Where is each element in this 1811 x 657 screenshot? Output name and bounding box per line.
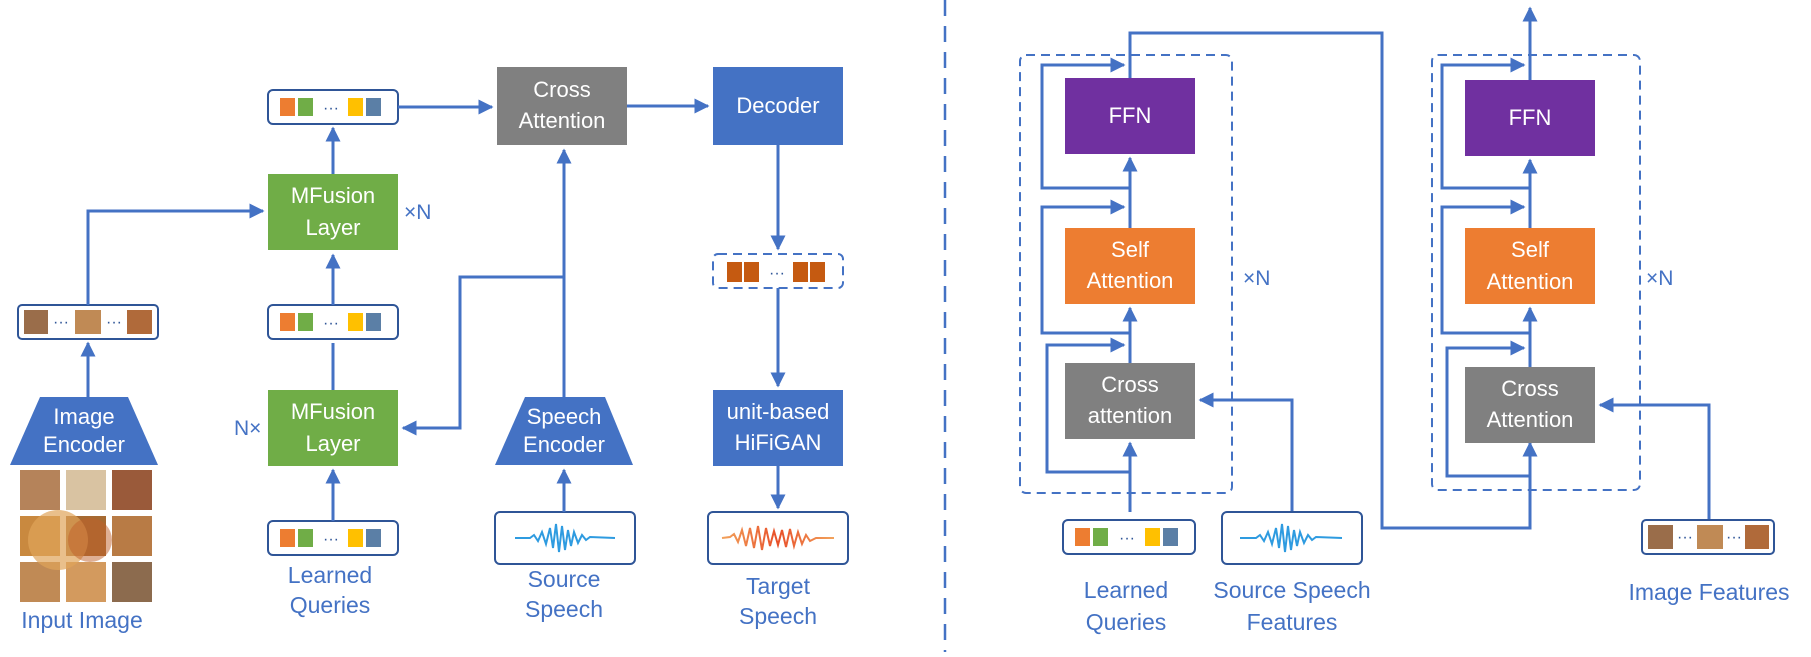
cross-attention-1-label-1: Cross bbox=[1101, 372, 1158, 397]
cross-attention-block-2 bbox=[1465, 367, 1595, 443]
target-speech-waveform-box bbox=[707, 511, 849, 565]
learned-queries-tokens: ··· bbox=[267, 520, 399, 556]
arrow-speech-to-mfusion-bottom bbox=[401, 275, 564, 436]
residual-1a bbox=[1045, 337, 1130, 474]
image-features-label: Image Features bbox=[1628, 579, 1789, 605]
svg-text:···: ··· bbox=[323, 315, 339, 332]
self-attention-block-1 bbox=[1065, 228, 1195, 304]
mfusion-layer-top bbox=[268, 174, 398, 250]
cross-attention-block-1 bbox=[1065, 363, 1195, 439]
cross-attention-block bbox=[497, 67, 627, 145]
self-attention-2-label-2: Attention bbox=[1487, 269, 1574, 294]
self-attention-1-label-2: Attention bbox=[1087, 268, 1174, 293]
speech-encoder-label-1: Speech bbox=[527, 404, 602, 429]
target-speech-label-2: Speech bbox=[739, 603, 817, 629]
ffn-block-2 bbox=[1465, 80, 1595, 156]
residual-1c bbox=[1040, 57, 1130, 190]
ffn-block-1 bbox=[1065, 78, 1195, 154]
source-speech-label-2: Speech bbox=[525, 596, 603, 622]
decoder-label: Decoder bbox=[736, 93, 819, 118]
mfusion-mid-tokens: ··· bbox=[267, 304, 399, 340]
right-learned-queries-label-2: Queries bbox=[1086, 609, 1167, 635]
decoder-block bbox=[713, 67, 843, 145]
right-learned-queries-label-1: Learned bbox=[1084, 577, 1168, 603]
input-image-grid bbox=[20, 470, 152, 602]
block-1-repeat: ×N bbox=[1243, 267, 1270, 290]
arrow-speech-features-to-cross-1 bbox=[1198, 392, 1294, 512]
input-image-label: Input Image bbox=[21, 607, 142, 633]
right-learned-queries-tokens: ··· bbox=[1062, 519, 1196, 555]
mfusion-bottom-label-2: Layer bbox=[305, 431, 360, 456]
source-speech-features-label-1: Source Speech bbox=[1213, 577, 1370, 603]
arrow-image-features-to-cross-2 bbox=[1598, 397, 1711, 520]
svg-text:···: ··· bbox=[769, 265, 785, 282]
image-encoder-block bbox=[10, 397, 158, 465]
mfusion-top-label-2: Layer bbox=[305, 215, 360, 240]
svg-text:···: ··· bbox=[1677, 529, 1693, 546]
discrete-unit-tokens: ··· bbox=[712, 253, 844, 289]
svg-text:···: ··· bbox=[1119, 530, 1135, 547]
image-encoder-label-2: Encoder bbox=[43, 432, 125, 457]
speech-encoder-block bbox=[495, 397, 633, 465]
residual-2b bbox=[1440, 199, 1530, 335]
speech-encoder-label-2: Encoder bbox=[523, 432, 605, 457]
mfusion-bottom-label-1: MFusion bbox=[291, 399, 375, 424]
speech-features-waveform bbox=[1240, 523, 1343, 553]
self-attention-2-label-1: Self bbox=[1511, 237, 1550, 262]
source-speech-label-1: Source bbox=[528, 566, 601, 592]
learned-queries-label-1: Learned bbox=[288, 562, 372, 588]
image-token-sequence: ··· ··· bbox=[17, 304, 159, 340]
image-token-ellipsis-2: ··· bbox=[106, 314, 122, 331]
n-times-left: N× bbox=[234, 417, 261, 440]
cross-attention-2-label-1: Cross bbox=[1501, 376, 1558, 401]
mfusion-top-label-1: MFusion bbox=[291, 183, 375, 208]
arrow-tokens-to-mfusion-top bbox=[86, 203, 265, 305]
cross-attention-2-label-2: Attention bbox=[1487, 407, 1574, 432]
ffn-2-label: FFN bbox=[1509, 105, 1552, 130]
decoder-block-1-frame bbox=[1019, 54, 1233, 494]
residual-2c bbox=[1440, 57, 1530, 190]
vocoder-label-2: HiFiGAN bbox=[735, 430, 822, 455]
residual-2a bbox=[1445, 340, 1530, 478]
self-attention-1-label-1: Self bbox=[1111, 237, 1150, 262]
learned-queries-label-2: Queries bbox=[290, 592, 371, 618]
svg-text:···: ··· bbox=[323, 531, 339, 548]
cross-attention-label-2: Attention bbox=[519, 108, 606, 133]
vocoder-block bbox=[713, 390, 843, 466]
vocoder-label-1: unit-based bbox=[727, 399, 830, 424]
block-2-repeat: ×N bbox=[1646, 267, 1673, 290]
source-speech-features-label-2: Features bbox=[1247, 609, 1338, 635]
ffn-1-label: FFN bbox=[1109, 103, 1152, 128]
self-attention-block-2 bbox=[1465, 228, 1595, 304]
cross-attention-label-1: Cross bbox=[533, 77, 590, 102]
decoder-block-2-frame bbox=[1431, 54, 1641, 491]
times-n-right: ×N bbox=[404, 201, 431, 224]
svg-text:···: ··· bbox=[323, 100, 339, 117]
image-encoder-label-1: Image bbox=[53, 404, 114, 429]
cross-attention-1-label-2: attention bbox=[1088, 403, 1172, 428]
residual-1b bbox=[1040, 199, 1130, 335]
target-speech-label-1: Target bbox=[746, 573, 811, 599]
arrow-block1-to-block2 bbox=[1128, 31, 1538, 530]
image-token-ellipsis-1: ··· bbox=[53, 314, 69, 331]
image-features-tokens: ··· ··· bbox=[1641, 519, 1775, 555]
mfusion-layer-bottom bbox=[268, 390, 398, 466]
mfusion-output-tokens: ··· bbox=[267, 89, 399, 125]
source-speech-waveform bbox=[515, 523, 616, 553]
svg-text:···: ··· bbox=[1726, 529, 1742, 546]
target-speech-waveform bbox=[721, 525, 834, 551]
